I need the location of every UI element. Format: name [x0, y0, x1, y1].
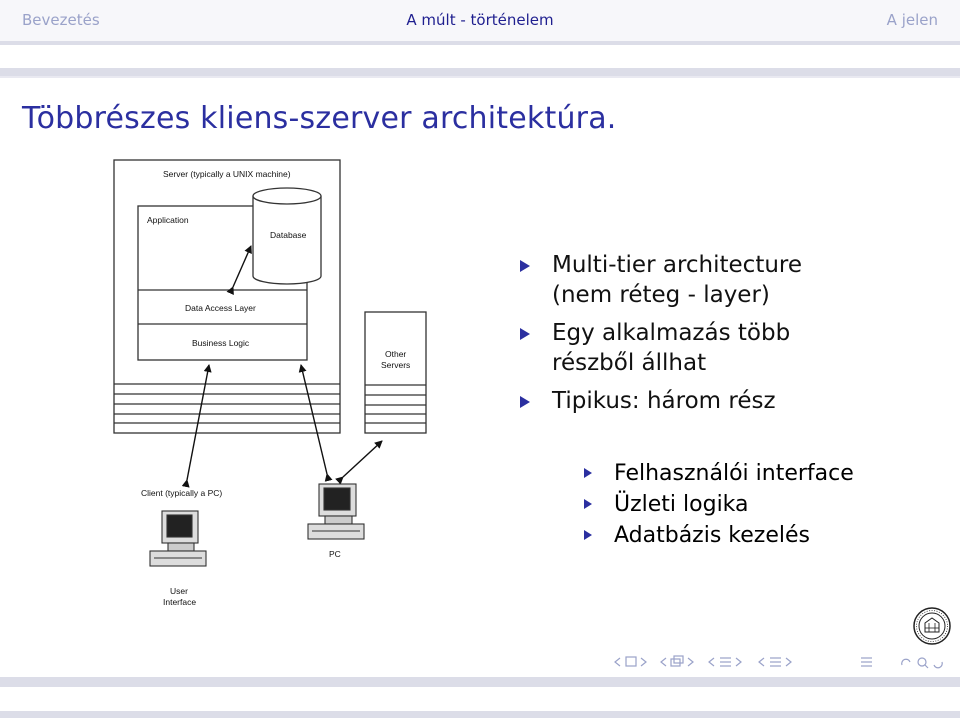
nav-subsection-icon[interactable] — [660, 655, 694, 667]
client-pc-icon — [149, 510, 207, 567]
client-label: Client (typically a PC) — [141, 488, 222, 498]
other-servers-label: Servers — [381, 360, 410, 370]
subbullet-text: Üzleti logika — [614, 492, 749, 517]
arrow-pc-business — [298, 364, 333, 482]
subbullet-triangle-icon — [584, 499, 592, 509]
nav-document-icon[interactable] — [758, 657, 792, 667]
bullet-triangle-icon — [520, 260, 530, 272]
business-logic-label: Business Logic — [192, 338, 250, 348]
subbullet-text: Felhasználói interface — [614, 461, 854, 486]
other-servers-label: Other — [385, 349, 406, 359]
other-servers-box — [364, 311, 427, 434]
subbullet-triangle-icon — [584, 530, 592, 540]
bullet-text: Egy alkalmazás több — [552, 320, 791, 346]
bullet-triangle-icon — [520, 396, 530, 408]
subbullet-text: Adatbázis kezelés — [614, 523, 810, 548]
footer-bar-bottom — [0, 711, 960, 718]
database-cylinder — [252, 196, 322, 285]
subbullet-item: Adatbázis kezelés — [584, 520, 854, 551]
title-divider-shadow — [0, 76, 960, 78]
footer-bar — [0, 677, 960, 687]
nav-section-bevezetes[interactable]: Bevezetés — [22, 11, 100, 29]
bullet-triangle-icon — [520, 328, 530, 340]
slide-title: Többrészes kliens-szerver architektúra. — [22, 101, 617, 136]
title-divider — [0, 68, 960, 76]
bullet-text: (nem réteg - layer) — [552, 282, 770, 308]
bullet-list: Multi-tier architecture (nem réteg - lay… — [520, 250, 802, 416]
user-interface-label: User — [170, 586, 188, 596]
nav-section-current[interactable]: A múlt - történelem — [406, 11, 554, 29]
database-label: Database — [270, 230, 307, 240]
beamer-nav-controls — [614, 655, 943, 669]
subbullet-item: Felhasználói interface — [584, 458, 854, 489]
header-divider — [0, 41, 960, 45]
database-cylinder-top — [252, 187, 322, 205]
bullet-text: részből állhat — [552, 350, 707, 376]
arrow-client-business — [181, 364, 212, 488]
subbullet-triangle-icon — [584, 468, 592, 478]
arrow-dataaccess-database — [226, 245, 252, 296]
arrow-pc-otherservers — [335, 440, 383, 485]
server-box — [113, 159, 341, 434]
nav-search-icon[interactable] — [901, 657, 943, 669]
bullet-item: Tipikus: három rész — [520, 386, 802, 416]
university-seal-icon — [913, 607, 951, 645]
server-label: Server (typically a UNIX machine) — [163, 169, 291, 179]
nav-appendix-icon[interactable] — [861, 657, 872, 667]
subbullet-item: Üzleti logika — [584, 489, 854, 520]
header-nav: Bevezetés A múlt - történelem A jelen — [0, 0, 960, 41]
pc-icon — [307, 483, 365, 540]
bullet-item: Multi-tier architecture (nem réteg - lay… — [520, 250, 802, 310]
subbullet-list: Felhasználói interface Üzleti logika Ada… — [584, 458, 854, 551]
user-interface-label: Interface — [163, 597, 196, 607]
data-access-layer-label: Data Access Layer — [185, 303, 256, 313]
bullet-text: Tipikus: három rész — [552, 388, 776, 414]
application-label: Application — [147, 215, 189, 225]
nav-frame-back-icon[interactable] — [614, 656, 647, 667]
pc-label: PC — [329, 549, 341, 559]
nav-section-jelen[interactable]: A jelen — [886, 11, 938, 29]
nav-section-icon[interactable] — [708, 657, 742, 667]
bullet-text: Multi-tier architecture — [552, 252, 803, 278]
bullet-item: Egy alkalmazás több részből állhat — [520, 318, 802, 378]
